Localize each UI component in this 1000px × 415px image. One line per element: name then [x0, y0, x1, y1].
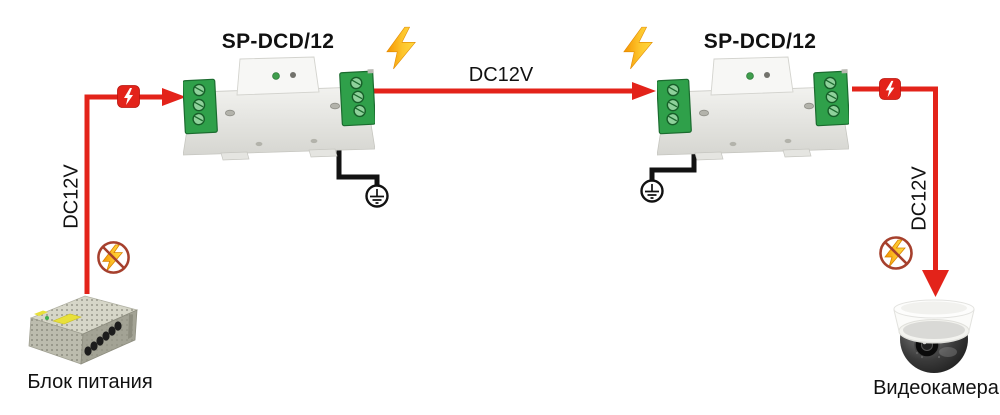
- surge-badge-icon: [879, 78, 901, 100]
- surge-bolt-icon: [620, 26, 658, 70]
- ground-symbol-spd1: [365, 184, 389, 208]
- link-voltage-label: DC12V: [468, 64, 534, 86]
- ground-wire-spd1: [336, 149, 380, 185]
- spd1-device: [183, 56, 375, 162]
- arrowhead-into-spd1: [162, 88, 186, 106]
- power-supply-label: Блок питания: [27, 371, 153, 393]
- spd1-title: SP-DCD/12: [221, 30, 335, 53]
- power-supply-device: [25, 288, 140, 373]
- spd2-title: SP-DCD/12: [703, 30, 817, 53]
- input-voltage-label: DC12V: [60, 164, 83, 229]
- arrowhead-into-spd2: [632, 82, 656, 100]
- surge-bolt-icon: [383, 26, 421, 70]
- spd2-device: [657, 56, 849, 162]
- output-voltage-label: DC12V: [908, 166, 931, 231]
- no-lightning-icon: [95, 239, 132, 276]
- arrowhead-into-camera: [922, 270, 949, 297]
- ground-symbol-spd2: [640, 179, 664, 203]
- surge-badge-icon: [117, 85, 140, 108]
- camera-device: [888, 297, 980, 381]
- camera-label: Видеокамера: [873, 377, 999, 399]
- ground-wire-spd2: [649, 151, 697, 180]
